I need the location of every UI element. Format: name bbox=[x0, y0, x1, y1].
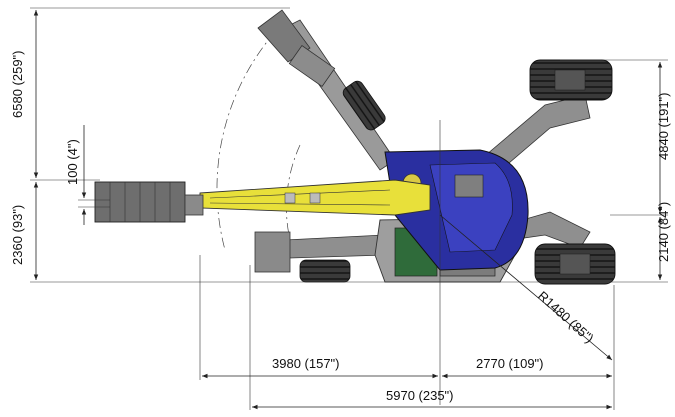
dim-line-radius bbox=[439, 214, 613, 361]
front-lower-leg-arm bbox=[284, 234, 386, 259]
raised-cylinder bbox=[288, 44, 336, 88]
label-radius: R1480 (85") bbox=[535, 288, 597, 346]
reference-lines bbox=[30, 7, 668, 410]
raised-arm-wheel bbox=[342, 80, 386, 131]
label-right-lower: 2140 (84") bbox=[656, 202, 671, 262]
raised-bucket bbox=[257, 9, 311, 63]
front-outrigger-pad bbox=[254, 231, 291, 273]
swing-arcs bbox=[216, 31, 301, 251]
label-height-lower: 2360 (93") bbox=[10, 205, 25, 265]
label-bucket-width: 100 (4") bbox=[65, 139, 80, 185]
bucket-link bbox=[184, 194, 204, 216]
front-lower-wheel bbox=[299, 259, 351, 283]
dimension-lines bbox=[33, 10, 663, 410]
label-height-total: 6580 (259") bbox=[10, 51, 25, 119]
raised-arm bbox=[257, 9, 396, 171]
label-front-reach: 3980 (157") bbox=[272, 356, 340, 371]
cab bbox=[384, 149, 529, 271]
label-rear-reach: 2770 (109") bbox=[476, 356, 544, 371]
main-boom bbox=[199, 179, 431, 216]
label-right-upper: 4840 (191") bbox=[656, 93, 671, 161]
label-overall-length: 5970 (235") bbox=[386, 388, 454, 403]
outer-swing-arc bbox=[216, 31, 276, 251]
front-lower-leg bbox=[254, 231, 386, 283]
rear-upper-leg bbox=[479, 59, 613, 176]
bucket bbox=[94, 181, 204, 223]
